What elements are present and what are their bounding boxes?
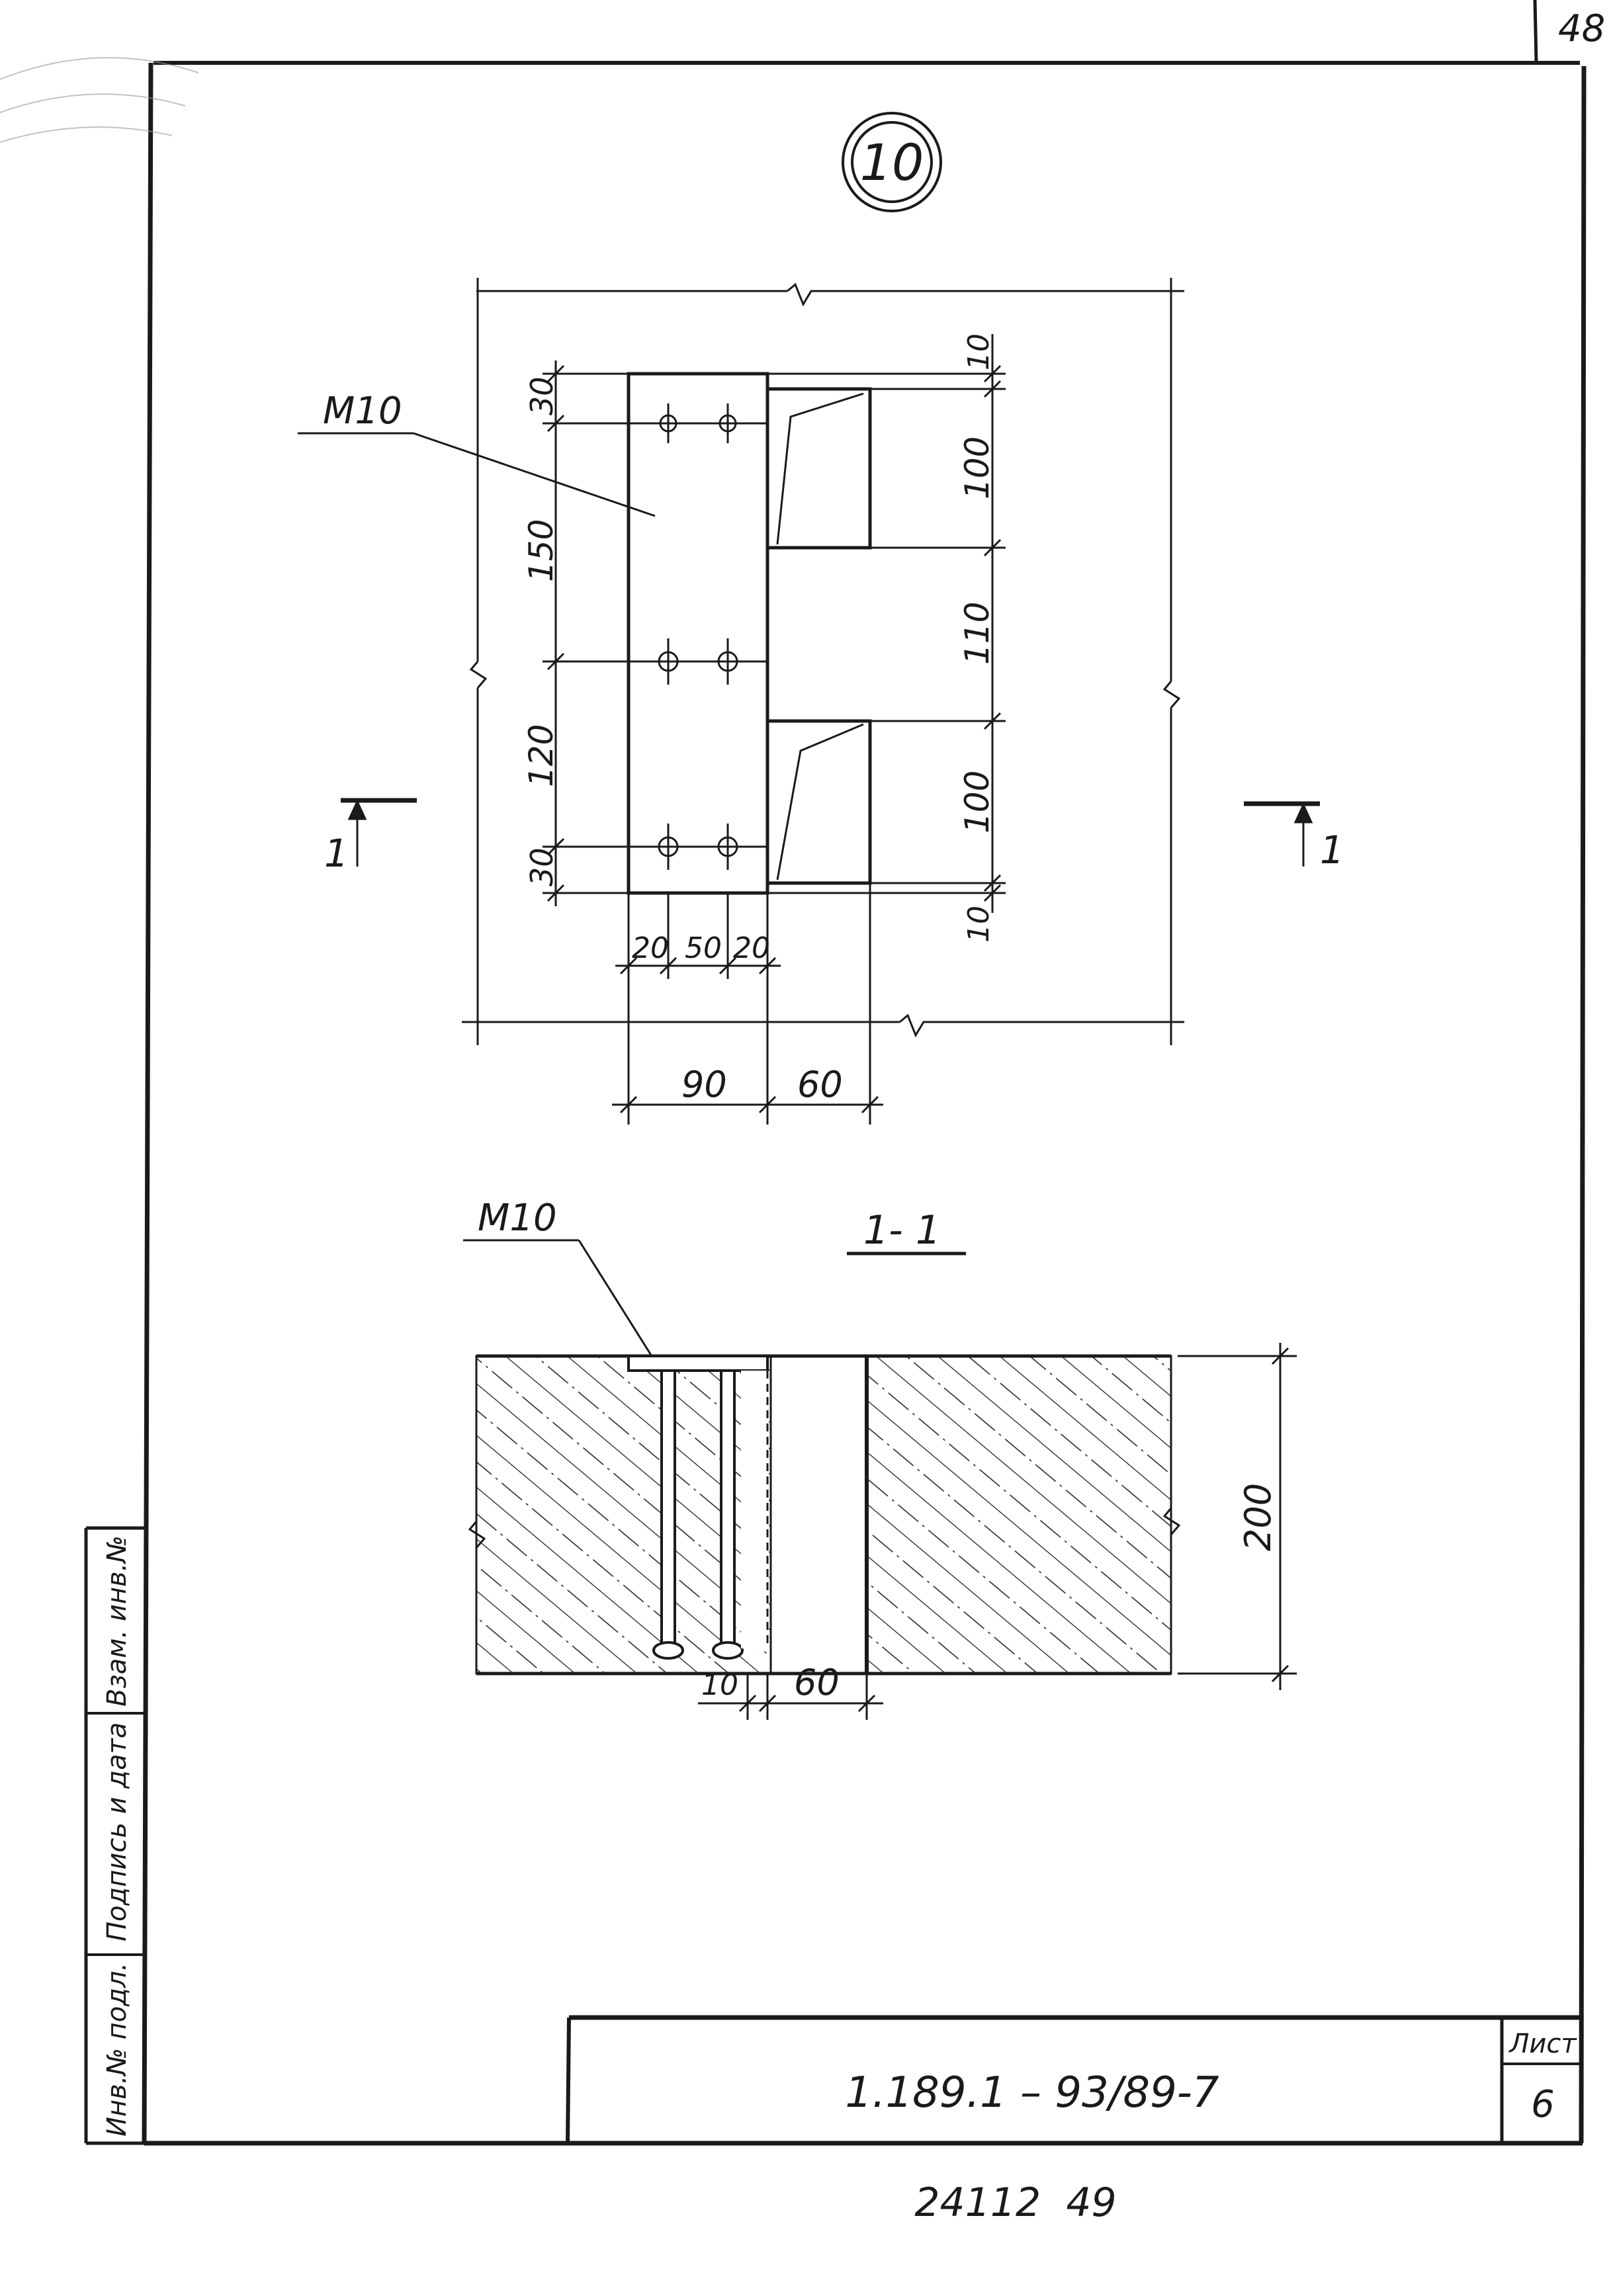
dim-20-right: 20 <box>733 931 770 965</box>
archive-stamp <box>0 57 199 143</box>
dim-100-top: 100 <box>958 437 996 499</box>
section-title: 1- 1 <box>863 1207 941 1254</box>
section-wall-right <box>865 1355 1172 1675</box>
dim-10-bottom: 10 <box>962 906 996 943</box>
plan-view <box>298 278 1320 1125</box>
dim-150: 150 <box>522 519 560 582</box>
section-dim-60: 60 <box>794 1662 840 1703</box>
sheet-number: 6 <box>1531 2083 1555 2126</box>
page-corner-number: 48 <box>1558 7 1605 50</box>
embedded-plate-m10 <box>627 372 769 895</box>
sheet-label: Лист <box>1508 2029 1577 2059</box>
title-block <box>566 2015 1583 2144</box>
dim-30-top: 30 <box>524 376 560 415</box>
stamp-inv-podl: Инв.№ подл. <box>102 1963 132 2137</box>
drawing-frame <box>142 0 1587 2146</box>
detail-number: 10 <box>860 133 924 192</box>
section-view-labels: 1- 1 М10 200 10 60 <box>478 1197 1279 1703</box>
dim-20-left: 20 <box>632 931 669 965</box>
dim-10-top: 10 <box>962 333 996 370</box>
dim-120: 120 <box>522 724 560 787</box>
stamp-podpis-data: Подпись и дата <box>102 1722 132 1941</box>
stamp-vzam-inv: Взам. инв.№ <box>102 1535 132 1707</box>
section-plate-m10 <box>627 1355 769 1372</box>
section-mark-left: 1 <box>324 831 349 876</box>
section-dim-10: 10 <box>701 1668 738 1702</box>
plan-view-labels: М10 30 150 120 30 10 100 110 100 10 20 5… <box>323 333 1344 1105</box>
side-stamp <box>84 1526 144 2145</box>
dim-100-bottom: 100 <box>958 771 996 833</box>
section-dim-200: 200 <box>1237 1483 1279 1551</box>
dim-30-bottom: 30 <box>524 847 560 886</box>
bolt-holes <box>658 404 738 870</box>
dim-50: 50 <box>685 931 722 965</box>
section-mark-right: 1 <box>1320 828 1344 872</box>
section-part-label: М10 <box>478 1197 557 1240</box>
detail-marker: 10 <box>842 112 942 212</box>
bottom-number: 24112 49 <box>914 2180 1116 2226</box>
designation: 1.189.1 – 93/89-7 <box>845 2068 1219 2117</box>
anchor-bars <box>652 1369 744 1660</box>
wall-openings <box>765 387 872 885</box>
plan-part-label: М10 <box>323 390 402 433</box>
section-view <box>463 1239 1297 1720</box>
dim-110: 110 <box>958 602 996 665</box>
dim-90: 90 <box>681 1064 727 1105</box>
dim-60: 60 <box>797 1064 843 1105</box>
